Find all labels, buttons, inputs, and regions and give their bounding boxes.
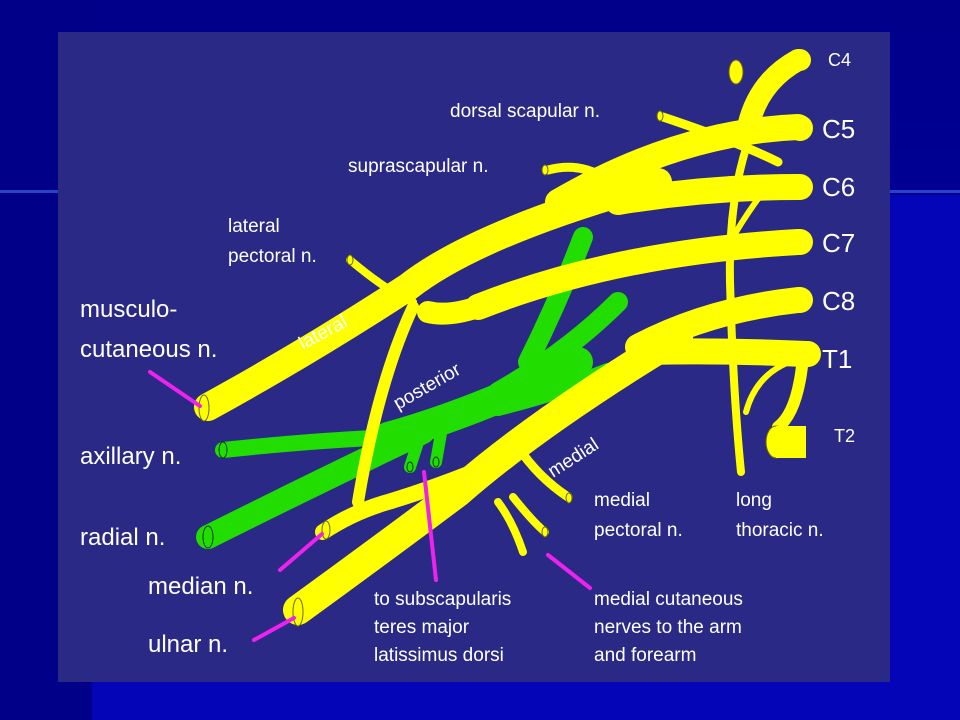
- label-medial-pectoral-2: pectoral n.: [594, 520, 683, 541]
- label-t2: T2: [834, 426, 855, 446]
- subscapular-branch-2: [430, 416, 449, 468]
- label-t1: T1: [822, 344, 852, 374]
- label-c5: C5: [822, 114, 855, 144]
- long-thoracic-nerve: [725, 113, 762, 476]
- t2-segment: [776, 426, 806, 458]
- label-musculocutaneous-2: cutaneous n.: [80, 336, 217, 363]
- radial-cut-end: [202, 525, 214, 549]
- root-tips: [787, 49, 821, 367]
- c7-root: [465, 229, 811, 320]
- medial-cutaneous-forearm: [509, 493, 549, 536]
- brachial-plexus-diagram: C4 C5 C6 C7 C8 T1 T2 lateral posterior m…: [58, 32, 890, 682]
- label-suprascapular: suprascapular n.: [348, 156, 488, 177]
- c7-tip: [787, 229, 813, 255]
- subscap-cut-end-2: [432, 456, 440, 468]
- medial-pectoral-cut-end: [565, 492, 573, 504]
- label-subscapularis-1: to subscapularis: [374, 589, 511, 610]
- label-medial-cutaneous-1: medial cutaneous: [594, 589, 743, 610]
- c8-tip: [787, 287, 813, 313]
- label-medial-cutaneous-2: nerves to the arm: [594, 617, 742, 638]
- label-axillary: axillary n.: [80, 443, 181, 470]
- median-nerve: [315, 454, 506, 540]
- musculocutaneous-cut-end: [198, 394, 210, 422]
- medial-cord: [283, 322, 693, 625]
- medial-cutaneous-pointer: [546, 553, 592, 590]
- label-median: median n.: [148, 573, 253, 600]
- label-c7: C7: [822, 228, 855, 258]
- radial-nerve: [196, 420, 435, 549]
- posterior-division-c7: [518, 227, 593, 372]
- label-long-thoracic-1: long: [736, 490, 772, 511]
- label-medial-pectoral-1: medial: [594, 490, 650, 511]
- subscapularis-pointer: [422, 470, 438, 582]
- yellow-nerve-paths: [194, 49, 819, 625]
- lateral-pectoral-cut-end: [346, 254, 354, 266]
- lateral-cord: [417, 296, 489, 325]
- c4-tip: [789, 49, 811, 71]
- label-c6: C6: [822, 172, 855, 202]
- lateral-pectoral-nerve: [346, 256, 417, 306]
- median-cut-end: [321, 520, 331, 540]
- brachial-plexus-svg: C4 C5 C6 C7 C8 T1 T2 lateral posterior m…: [80, 49, 855, 666]
- subscap-cut-end-1: [406, 461, 414, 473]
- root-cut-ends: [198, 59, 806, 627]
- upper-trunk: [194, 168, 672, 421]
- label-ulnar: ulnar n.: [148, 631, 228, 658]
- lateral-root-median: [352, 301, 419, 508]
- c6-tip: [787, 174, 813, 200]
- c5-root: [545, 114, 811, 215]
- label-subscapularis-2: teres major: [374, 617, 470, 638]
- medial-cutaneous-arm: [494, 498, 527, 556]
- ulnar-cut-end: [292, 597, 304, 627]
- dorsal-scapular-cut-end: [656, 110, 664, 122]
- root-labels: C4 C5 C6 C7 C8 T1 T2: [822, 50, 855, 446]
- ulnar-pointer: [252, 616, 296, 642]
- c4-cut-end: [728, 59, 744, 85]
- label-long-thoracic-2: thoracic n.: [736, 520, 824, 541]
- medial-cutaneous-cut-end: [541, 526, 549, 538]
- pointer-lines: [148, 370, 592, 642]
- axillary-cut-end: [218, 441, 228, 459]
- label-lateral-pectoral-1: lateral: [228, 216, 280, 237]
- medial-pectoral-nerve: [513, 442, 573, 502]
- label-medial-cutaneous-3: and forearm: [594, 645, 696, 666]
- label-medial-cord: medial: [544, 434, 602, 482]
- t1-tip: [795, 341, 821, 367]
- suprascapular-cut-end: [541, 164, 549, 176]
- musculocutaneous-pointer: [148, 370, 202, 408]
- label-c8: C8: [822, 286, 855, 316]
- label-radial: radial n.: [80, 524, 165, 551]
- label-subscapularis-3: latissimus dorsi: [374, 645, 504, 666]
- label-musculocutaneous-1: musculo-: [80, 296, 177, 323]
- nerve-labels: dorsal scapular n. suprascapular n. late…: [80, 101, 824, 666]
- label-dorsal-scapular: dorsal scapular n.: [450, 101, 600, 122]
- label-c4: C4: [828, 50, 851, 70]
- subscapular-branch-1: [404, 421, 429, 473]
- c5-tip: [787, 115, 813, 141]
- median-pointer: [278, 532, 324, 572]
- label-lateral-pectoral-2: pectoral n.: [228, 246, 317, 267]
